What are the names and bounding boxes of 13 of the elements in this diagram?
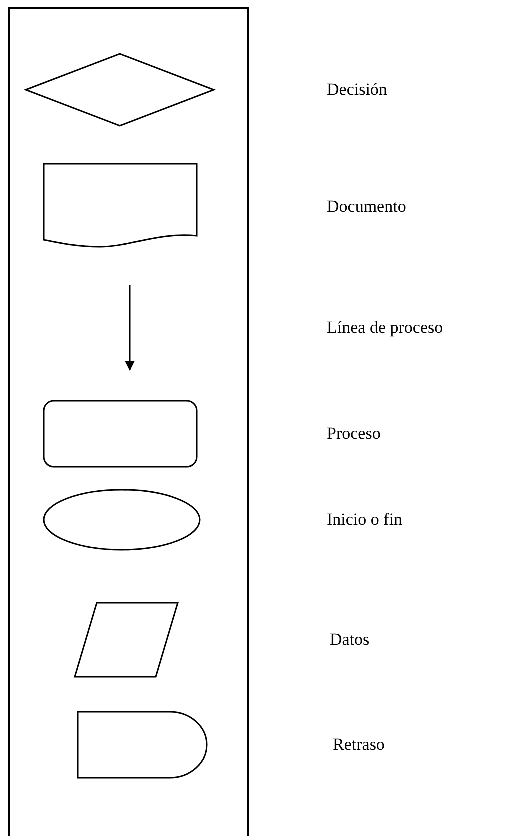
symbol-label: Inicio o fin (327, 510, 403, 530)
ellipse (43, 489, 201, 551)
symbol-label: Datos (330, 630, 370, 650)
parallelogram (74, 602, 179, 678)
document-symbol (43, 163, 198, 248)
symbol-label: Línea de proceso (327, 318, 444, 338)
symbol-label: Retraso (333, 735, 385, 755)
symbol-label: Documento (327, 197, 406, 217)
symbol-label: Decisión (327, 80, 388, 100)
symbol-label: Proceso (327, 424, 381, 444)
decision-diamond (24, 53, 216, 127)
delay-symbol (77, 711, 208, 779)
rounded-rectangle (43, 400, 198, 468)
